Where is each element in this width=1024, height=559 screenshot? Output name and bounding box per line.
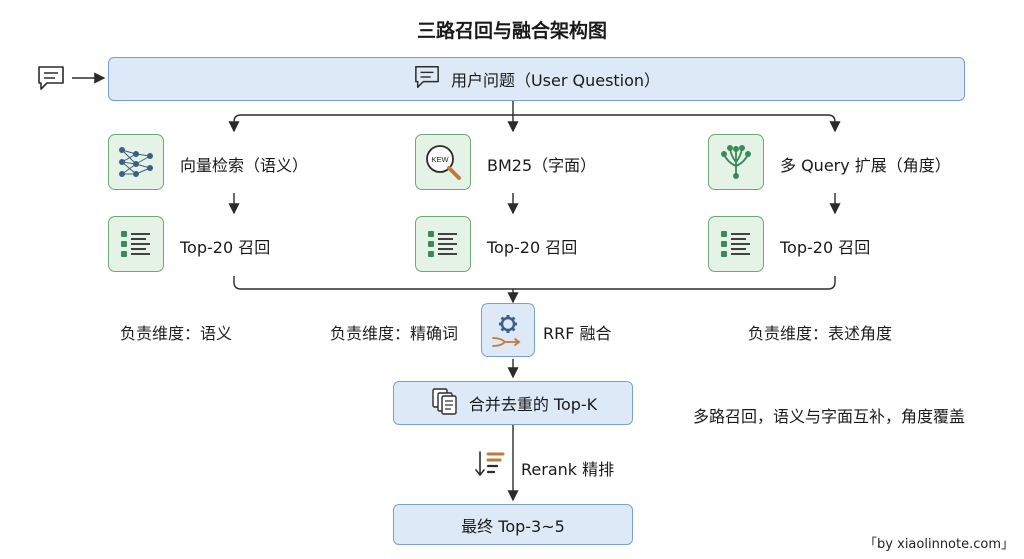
neural-network-icon [108, 134, 164, 190]
watermark: 「by xiaolinnote.com」 [860, 532, 1018, 553]
gear-merge-icon [481, 303, 535, 357]
line-split-horizontal [233, 114, 836, 131]
rerank-label: Rerank 精排 [521, 460, 615, 479]
user-question-label: 用户问题（User Question） [450, 71, 661, 90]
merge-dedup-label: 合并去重的 Top-K [468, 395, 598, 414]
chat-icon [413, 64, 441, 94]
recall-label-vector: Top-20 召回 [180, 238, 271, 257]
dimension-bm25: 负责维度：精确词 [330, 324, 459, 343]
page-title: 三路召回与融合架构图 [416, 20, 607, 42]
list-icon [415, 216, 471, 272]
keyword-magnifier-icon: KEW [415, 134, 471, 190]
multi-query-label: 多 Query 扩展（角度） [780, 156, 951, 175]
summary-note: 多路召回，语义与字面互补，角度覆盖 [693, 407, 966, 426]
sort-descending-icon [475, 448, 507, 480]
user-question-box: 用户问题（User Question） [108, 57, 965, 101]
final-result-label: 最终 Top-3~5 [461, 516, 565, 536]
line-merge-horizontal [233, 276, 836, 290]
chat-icon [36, 64, 66, 92]
bm25-label: BM25（字面） [487, 156, 597, 175]
dimension-vector: 负责维度：语义 [120, 324, 233, 343]
final-result-box: 最终 Top-3~5 [393, 504, 633, 545]
recall-label-multiquery: Top-20 召回 [780, 238, 871, 257]
merge-dedup-box: 合并去重的 Top-K [393, 381, 633, 425]
keyword-icon-text: KEW [431, 155, 449, 164]
branching-tree-icon [708, 134, 764, 190]
dimension-multiquery: 负责维度：表述角度 [748, 324, 893, 343]
list-icon [708, 216, 764, 272]
vector-search-label: 向量检索（语义） [180, 156, 309, 175]
recall-label-bm25: Top-20 召回 [487, 238, 578, 257]
rrf-fusion-label: RRF 融合 [543, 324, 612, 343]
documents-icon [429, 386, 459, 420]
list-icon [108, 216, 164, 272]
